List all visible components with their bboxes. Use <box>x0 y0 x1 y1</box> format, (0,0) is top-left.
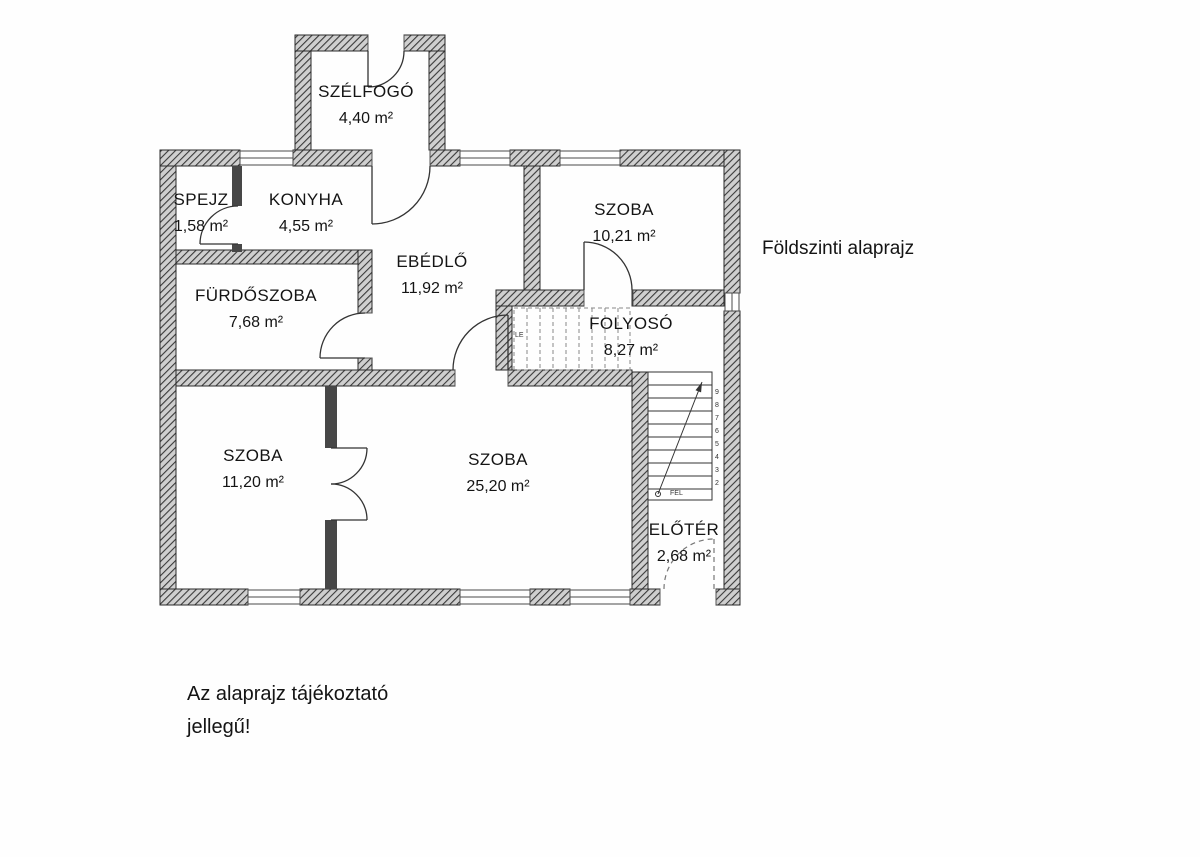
plan-note: Az alaprajz tájékoztató jellegű! <box>187 678 388 744</box>
overhead-flight-dashed <box>513 307 631 371</box>
room-area: 4,40 m² <box>338 110 394 128</box>
stair-tread-number: 8 <box>715 402 719 409</box>
room-area: 11,92 m² <box>401 280 463 298</box>
room-name: SPEJZ <box>173 190 229 209</box>
stair-up-label: FEL <box>670 490 683 497</box>
plan-note-line2: jellegű! <box>187 716 251 738</box>
room-area: 11,20 m² <box>222 474 284 492</box>
plan-title: Földszinti alaprajz <box>762 238 915 259</box>
partitions-group <box>232 166 337 589</box>
room-area: 25,20 m² <box>466 478 530 496</box>
room-name: EBÉDLŐ <box>396 252 468 271</box>
room-name: KONYHA <box>268 190 344 209</box>
room-name: SZOBA <box>594 200 654 219</box>
room-area: 4,55 m² <box>278 218 334 236</box>
stair-down-label: LE <box>515 332 524 339</box>
room-area: 8,27 m² <box>603 342 659 360</box>
room-name: FOLYOSÓ <box>589 314 673 333</box>
room-label-szoba-felso: SZOBA 10,21 m² <box>592 200 655 247</box>
room-name: SZÉLFOGÓ <box>318 82 414 101</box>
room-name: FÜRDŐSZOBA <box>194 286 318 305</box>
room-label-szelfogo: SZÉLFOGÓ 4,40 m² <box>318 82 414 129</box>
doors-group <box>199 50 633 521</box>
room-label-furdoszoba: FÜRDŐSZOBA 7,68 m² <box>195 286 317 333</box>
walls-group <box>159 34 741 606</box>
windows-group <box>239 150 740 605</box>
room-area: 7,68 m² <box>228 314 284 332</box>
stair-tread-number: 4 <box>715 454 719 461</box>
room-area: 2,68 m² <box>656 548 712 566</box>
room-label-konyha: KONYHA 4,55 m² <box>269 190 343 237</box>
stair-tread-number: 5 <box>715 441 719 448</box>
stair-tread-number: 3 <box>715 467 719 474</box>
stair-tread-number: 6 <box>715 428 719 435</box>
door-jambs-group <box>358 35 717 605</box>
room-label-eloter: ELŐTÉR 2,68 m² <box>649 520 719 567</box>
room-area: 10,21 m² <box>592 228 656 246</box>
stair-tread-number: 9 <box>715 389 719 396</box>
room-label-folyoso: FOLYOSÓ 8,27 m² <box>589 314 673 361</box>
room-name: ELŐTÉR <box>648 520 720 539</box>
room-label-ebedlo: EBÉDLŐ 11,92 m² <box>396 252 467 299</box>
stair-tread-number: 7 <box>715 415 719 422</box>
room-label-spejz: SPEJZ 1,58 m² <box>174 190 229 237</box>
room-area: 1,58 m² <box>173 218 229 236</box>
room-label-szoba-nagy: SZOBA 25,20 m² <box>466 450 529 497</box>
room-name: SZOBA <box>468 450 528 469</box>
room-label-szoba-bal: SZOBA 11,20 m² <box>222 446 284 493</box>
stairs-group <box>647 371 713 501</box>
stair-tread-number: 2 <box>715 480 719 487</box>
plan-note-line1: Az alaprajz tájékoztató <box>187 683 389 705</box>
entrance-door-dashed <box>663 538 715 590</box>
room-name: SZOBA <box>223 446 283 465</box>
